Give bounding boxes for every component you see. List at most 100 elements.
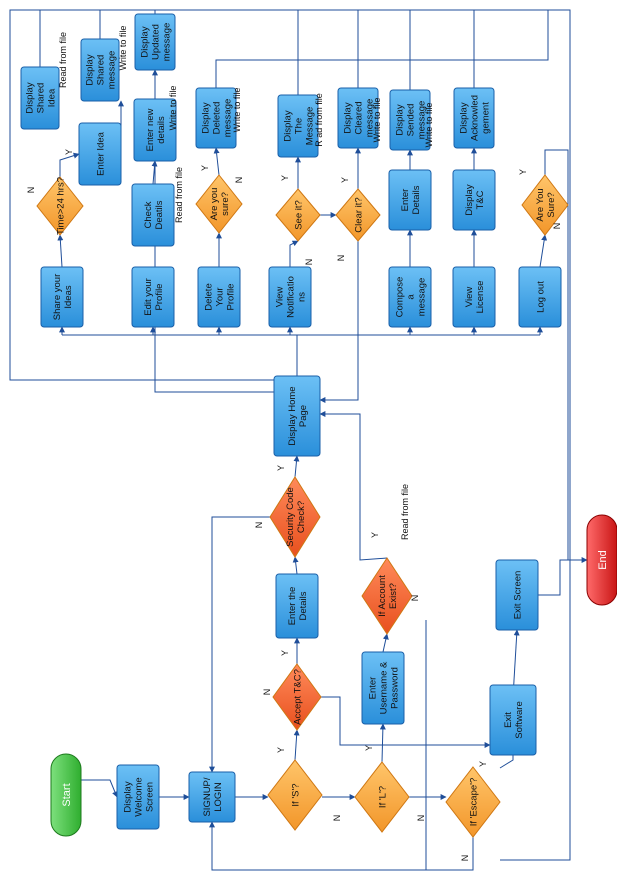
label-line: Exit Screen [512,571,523,620]
branch-label: N [332,815,342,822]
accept-tc-diamond [272,663,322,731]
log-out-node: Log out [518,266,562,328]
label-line: Shared [95,55,106,86]
label-line: Display [458,102,469,133]
security-check-label: Security CodeCheck? [285,487,307,547]
display-tc-box [452,169,496,231]
connector-line [213,147,220,176]
enter-details-label: Enter theDetails [287,587,309,626]
label-line: Display [282,110,293,141]
label-line: Security Code [285,487,296,547]
if-s-label: If 'S'? [290,783,301,806]
branch-label: N [254,522,264,529]
are-you-sure2-label: Are YouSure? [535,188,557,221]
label-line: Enter Idea [95,131,106,176]
file-annotation: Read from file [400,484,410,540]
display-sended-node: DisplaySendedmessage [389,89,431,151]
if-l-diamond [354,761,410,833]
account-exist-node: If AccountExist? [361,557,413,635]
label-line: If 'Escape'? [468,778,479,827]
connector-line [209,516,270,773]
enter-details-node: Enter theDetails [275,573,319,639]
accept-tc-node: Accept T&C? [272,663,322,731]
label-line: Check [143,201,154,228]
share-ideas-box [40,266,84,328]
branch-label: Y [364,745,374,751]
branch-label: N [410,595,420,602]
label-line: The [293,118,304,134]
file-annotation: Write to file [118,26,128,71]
branch-label: Y [478,761,488,767]
start-terminal [50,753,82,837]
label-line: Updated [150,24,161,60]
connectors [9,9,588,871]
display-shared-idea-box [20,66,60,130]
exit-software-box [489,684,537,756]
label-line: Display [24,82,35,113]
label-line: Accept T&C? [292,669,303,725]
branch-label: N [416,815,426,822]
display-shared-idea-node: DisplaySharedIdea [20,66,60,130]
branch-label: Y [64,149,74,155]
exit-screen-label: Exit Screen [512,571,523,620]
label-line: LOGIN [213,782,224,812]
label-line: Display [464,184,475,215]
view-notifications-box [268,266,312,328]
are-you-sure-label: Are yousure? [209,188,231,221]
label-line: message [106,51,117,90]
display-updated-label: DisplayUpdatedmessage [139,23,172,62]
label-line: Your [214,287,225,306]
exit-screen-node: Exit Screen [495,559,539,631]
label-line: Display [394,104,405,135]
home-page-node: Display HomePage [273,375,321,457]
label-line: Shared [35,83,46,114]
label-line: Check? [296,501,307,533]
exit-screen-box [495,559,539,631]
label-line: Profile [154,284,165,311]
security-check-node: Security CodeCheck? [269,476,321,558]
end-label: End [597,550,609,570]
branch-label: Y [280,175,290,181]
time-check-node: Time>24 hrs? [36,176,84,236]
file-annotation: Read from file [58,32,68,88]
branch-label: N [336,255,346,262]
enter-idea-box [78,122,122,186]
view-license-label: ViewLicense [464,281,486,314]
label-line: Sure? [546,192,557,217]
connector-line [59,152,80,177]
edit-profile-box [131,266,175,328]
delete-profile-label: DeleteYourProfile [203,283,236,310]
label-line: Clear it? [353,197,364,232]
welcome-label: DisplayWelcomeScreen [122,777,155,816]
branch-label: N [262,689,272,696]
clear-it-diamond [335,188,381,242]
display-the-message-node: DisplayTheMessage [277,94,319,158]
home-page-box [273,375,321,457]
see-it-node: See it? [275,188,321,242]
label-line: Exist? [388,583,399,609]
enter-new-details-box [133,98,177,162]
label-line: Sended [405,104,416,137]
view-notifications-node: ViewNotifications [268,266,312,328]
share-ideas-node: Share yourIdeas [40,266,84,328]
view-license-node: ViewLicense [452,266,496,328]
welcome-box [116,764,160,830]
label-line: Username & [378,661,389,714]
connector-line [293,455,300,478]
branch-label: N [552,223,562,230]
branch-label: Y [276,747,286,753]
are-you-sure-node: Are yousure? [195,174,243,234]
label-line: Display [139,26,150,57]
log-out-box [518,266,562,328]
edit-profile-node: Edit yourProfile [131,266,175,328]
display-deleted-box [195,87,237,149]
label-line: Cleared [353,101,364,134]
connector-line [320,696,491,748]
label-line: View [274,287,285,308]
label-line: View [464,287,475,308]
if-escape-diamond [445,766,501,838]
display-sended-box [389,89,431,151]
label-line: Ideas [63,285,74,308]
label-line: Page [298,405,309,427]
